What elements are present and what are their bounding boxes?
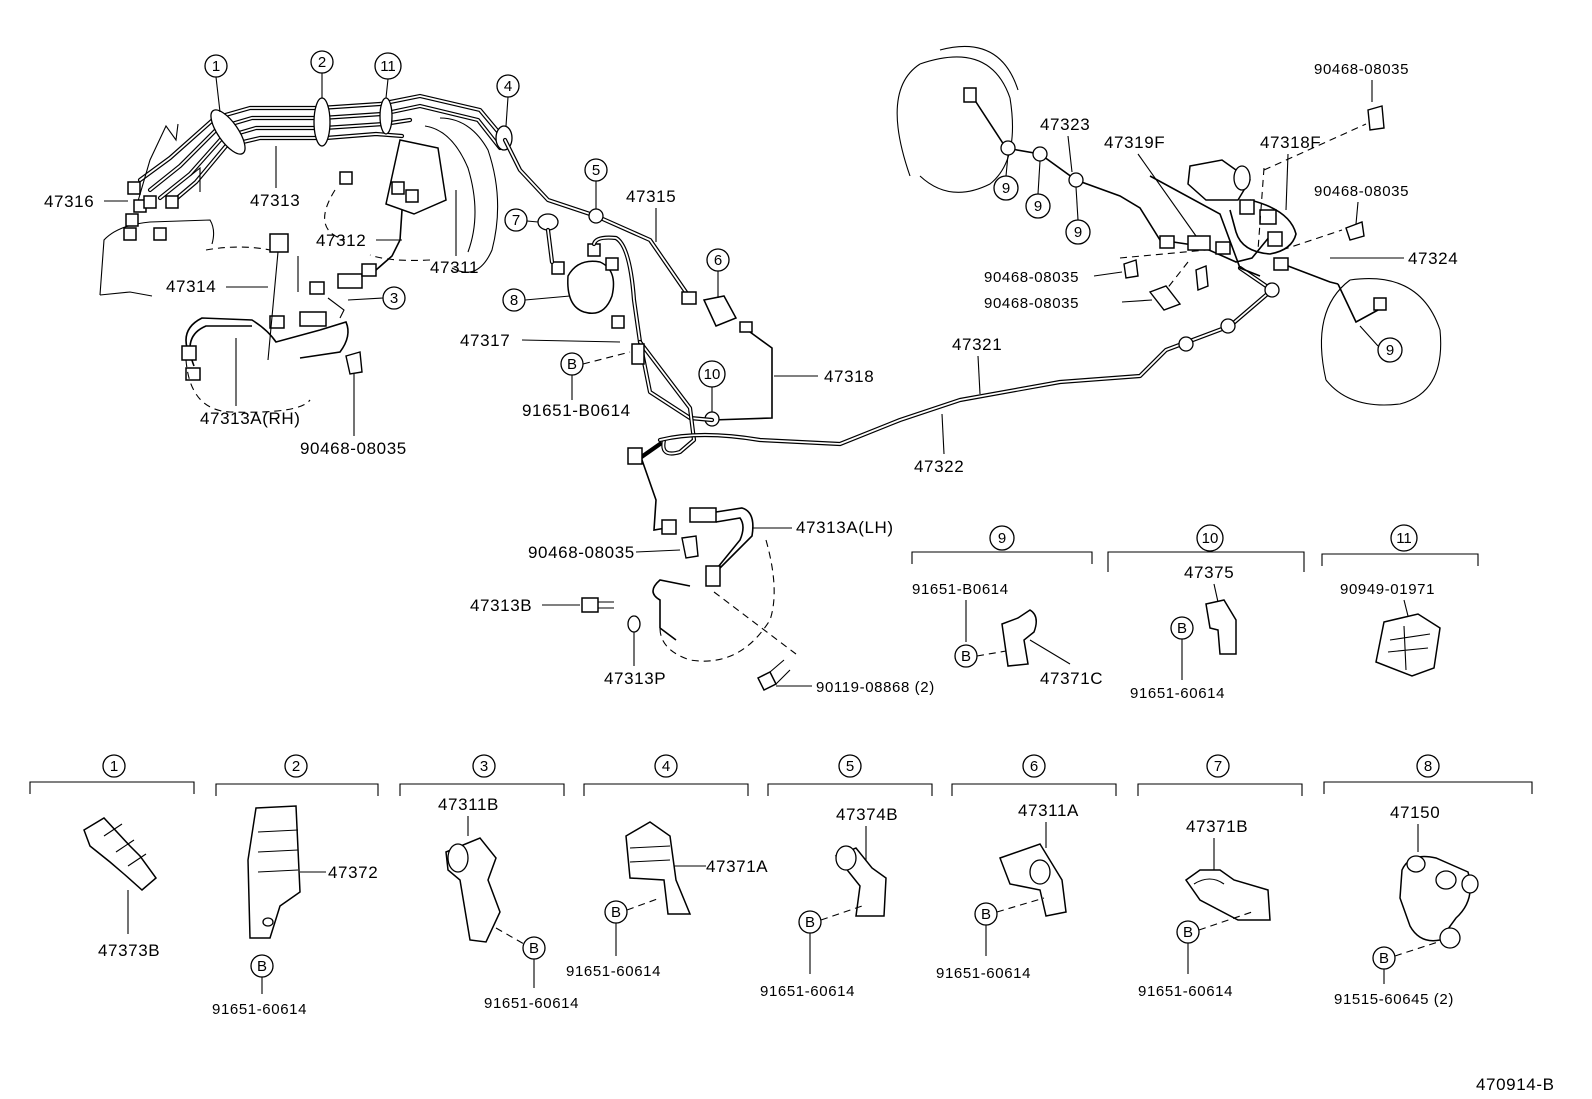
detail-3-part: 47311B (438, 795, 499, 814)
detail-1: 1 47373B (29, 754, 195, 960)
detail-2-part: 47372 (328, 863, 378, 882)
label-47317: 47317 (460, 331, 510, 350)
detail-6-bolt: 91651-60614 (936, 965, 1031, 982)
label-90468-08035-e: 90468-08035 (984, 269, 1079, 286)
label-47313P: 47313P (604, 669, 666, 688)
detail-9: 9 91651-B0614 B 47371C (911, 525, 1103, 688)
label-47321: 47321 (952, 335, 1002, 354)
detail-6-number: 6 (1030, 758, 1038, 775)
detail-11: 11 90949-01971 (1321, 524, 1479, 677)
front-brake-tube-assembly (99, 93, 1280, 692)
detail-10: 10 47375 B 91651-60614 (1107, 524, 1305, 702)
detail-7-bolt: 91651-60614 (1138, 983, 1233, 1000)
detail-8-bolt: 91515-60645 (2) (1334, 991, 1454, 1008)
label-47313A-LH: 47313A(LH) (796, 518, 894, 537)
detail-4-bolt: 91651-60614 (566, 963, 661, 980)
detail-3-number: 3 (480, 758, 488, 775)
label-90468-08035-c: 90468-08035 (1314, 61, 1409, 78)
detail-7-bolt-b: B (1183, 924, 1193, 941)
detail-10-part: 47375 (1184, 563, 1234, 582)
label-91651-B0614-a: 91651-B0614 (522, 401, 631, 420)
bottom-detail-row: 1 47373B 2 47372 B 91651-60614 3 4731 (29, 754, 1533, 1018)
callout-9-d: 9 (1386, 342, 1394, 359)
detail-8-bolt-b: B (1379, 950, 1389, 967)
label-47324: 47324 (1408, 249, 1458, 268)
detail-6-bolt-b: B (981, 906, 991, 923)
detail-3-bolt: 91651-60614 (484, 995, 579, 1012)
label-47323: 47323 (1040, 115, 1090, 134)
callout-7: 7 (512, 212, 520, 229)
detail-7: 7 47371B B 91651-60614 (1137, 754, 1303, 1000)
detail-5-bolt-b: B (805, 914, 815, 931)
detail-4-bolt-b: B (611, 904, 621, 921)
callout-5: 5 (592, 162, 600, 179)
detail-3-bolt-b: B (529, 940, 539, 957)
detail-11-number: 11 (1396, 530, 1412, 547)
detail-9-bolt-b: B (961, 648, 971, 665)
callout-11: 11 (380, 58, 396, 75)
label-47316: 47316 (44, 192, 94, 211)
label-90119-08868: 90119-08868 (2) (816, 679, 935, 696)
detail-5-number: 5 (846, 758, 854, 775)
detail-2-bolt: 91651-60614 (212, 1001, 307, 1018)
detail-1-number: 1 (110, 758, 118, 775)
label-47313B: 47313B (470, 596, 532, 615)
callout-10: 10 (704, 366, 721, 383)
diagram-code: 470914-B (1476, 1075, 1555, 1094)
callout-9-b: 9 (1034, 198, 1042, 215)
detail-5-bolt: 91651-60614 (760, 983, 855, 1000)
detail-4-number: 4 (662, 758, 670, 775)
detail-7-number: 7 (1214, 758, 1222, 775)
detail-11-part: 90949-01971 (1340, 581, 1435, 598)
detail-9-number: 9 (998, 530, 1006, 547)
callout-1: 1 (212, 58, 220, 75)
detail-8-number: 8 (1424, 758, 1432, 775)
detail-8: 8 47150 B 91515-60645 (2) (1323, 754, 1533, 1008)
detail-5-part: 47374B (836, 805, 898, 824)
label-47311: 47311 (430, 258, 479, 277)
callout-2: 2 (318, 54, 326, 71)
label-90468-08035-a: 90468-08035 (300, 439, 407, 458)
label-47313A-RH: 47313A(RH) (200, 409, 301, 428)
label-90468-08035-b: 90468-08035 (528, 543, 635, 562)
detail-7-part: 47371B (1186, 817, 1248, 836)
detail-4-part: 47371A (706, 857, 768, 876)
label-47312: 47312 (316, 231, 366, 250)
callout-8: 8 (510, 292, 518, 309)
callout-9-c: 9 (1074, 224, 1082, 241)
part-number-labels: 47316 47313 47312 47311 47314 47313A(RH)… (44, 61, 1458, 696)
label-47322: 47322 (914, 457, 964, 476)
detail-2-number: 2 (292, 758, 300, 775)
detail-10-number: 10 (1202, 530, 1219, 547)
label-90468-08035-f: 90468-08035 (984, 295, 1079, 312)
detail-3: 3 47311B B 91651-60614 (399, 754, 579, 1012)
detail-6-part: 47311A (1018, 801, 1079, 820)
detail-8-part: 47150 (1390, 803, 1440, 822)
label-47318: 47318 (824, 367, 874, 386)
detail-2-bolt-b: B (257, 958, 267, 975)
callout-6: 6 (714, 252, 722, 269)
label-47319F: 47319F (1104, 133, 1165, 152)
label-90468-08035-d: 90468-08035 (1314, 183, 1409, 200)
label-47315: 47315 (626, 187, 676, 206)
detail-6: 6 47311A B 91651-60614 (936, 754, 1117, 982)
detail-1-part: 47373B (98, 941, 160, 960)
detail-5: 5 47374B B 91651-60614 (760, 754, 933, 1000)
rear-brake-tube-assembly (896, 46, 1442, 406)
detail-10-bolt-b: B (1177, 620, 1187, 637)
callout-B: B (567, 356, 577, 373)
detail-4: 4 47371A B 91651-60614 (566, 754, 768, 980)
detail-9-part: 91651-B0614 (912, 581, 1009, 598)
label-47313: 47313 (250, 191, 300, 210)
callout-3: 3 (390, 290, 398, 307)
detail-2: 2 47372 B 91651-60614 (212, 754, 379, 1018)
callout-bubbles: 1 2 11 4 5 7 8 6 3 10 (204, 50, 1403, 412)
callout-9-a: 9 (1002, 180, 1010, 197)
callout-4: 4 (504, 78, 512, 95)
detail-10-bolt: 91651-60614 (1130, 685, 1225, 702)
detail-9-bracket: 47371C (1040, 669, 1103, 688)
label-47318F: 47318F (1260, 133, 1321, 152)
label-47314: 47314 (166, 277, 216, 296)
